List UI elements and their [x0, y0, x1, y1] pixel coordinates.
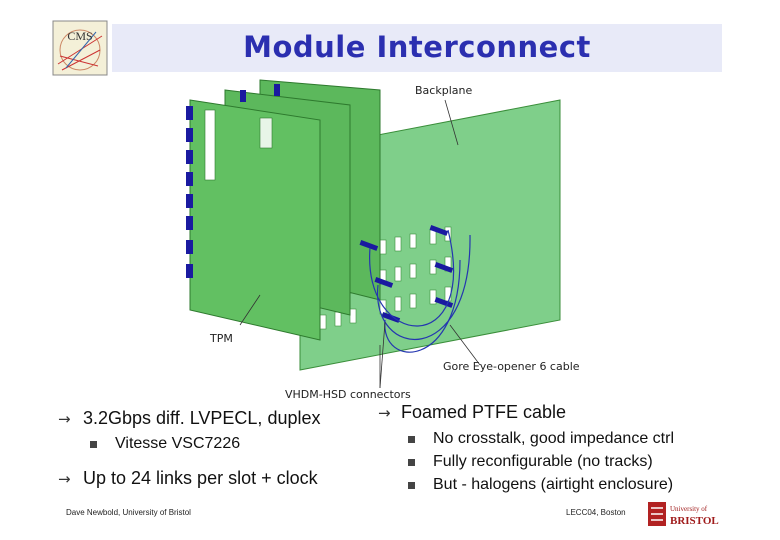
square-bullet-icon — [90, 441, 97, 448]
right-bullet-sub-2: Fully reconfigurable (no tracks) — [433, 453, 653, 470]
square-bullet-icon — [408, 436, 415, 443]
right-bullet-1: Foamed PTFE cable — [401, 402, 567, 422]
square-bullet-icon — [408, 459, 415, 466]
backplane-label: Backplane — [415, 84, 472, 97]
arrow-icon: → — [58, 470, 71, 488]
bristol-logo-line1: University of — [670, 505, 708, 513]
footer-venue: LECC04, Boston — [566, 508, 626, 517]
backplane-diagram: Backplane TPM Gore Eye-opener 6 cable VH… — [186, 79, 580, 401]
front-panel-connectors — [186, 84, 280, 278]
vhdm-connectors — [359, 225, 454, 323]
bristol-logo: University of BRISTOL — [648, 502, 719, 527]
cable-label: Gore Eye-opener 6 cable — [443, 360, 580, 373]
slide-title: Module Interconnect — [243, 30, 591, 64]
arrow-icon: → — [378, 404, 391, 422]
bristol-logo-line2: BRISTOL — [670, 515, 719, 527]
tpm-label: TPM — [209, 332, 233, 345]
connectors-label: VHDM-HSD connectors — [285, 388, 411, 401]
left-bullet-1: 3.2Gbps diff. LVPECL, duplex — [83, 408, 321, 428]
cms-logo-text: CMS — [67, 29, 92, 43]
footer-author: Dave Newbold, University of Bristol — [66, 508, 191, 517]
tpm-board-front — [189, 99, 321, 341]
square-bullet-icon — [408, 482, 415, 489]
right-bullet-sub-1: No crosstalk, good impedance ctrl — [433, 430, 674, 447]
title-bar: Module Interconnect — [112, 24, 722, 72]
left-bullet-2: Up to 24 links per slot + clock — [83, 468, 318, 488]
cms-logo: CMS — [52, 20, 108, 76]
right-bullet-sub-3: But - halogens (airtight enclosure) — [433, 476, 674, 493]
left-bullet-1-sub: Vitesse VSC7226 — [115, 435, 241, 452]
arrow-icon: → — [58, 410, 71, 428]
gore-cables — [369, 229, 471, 353]
